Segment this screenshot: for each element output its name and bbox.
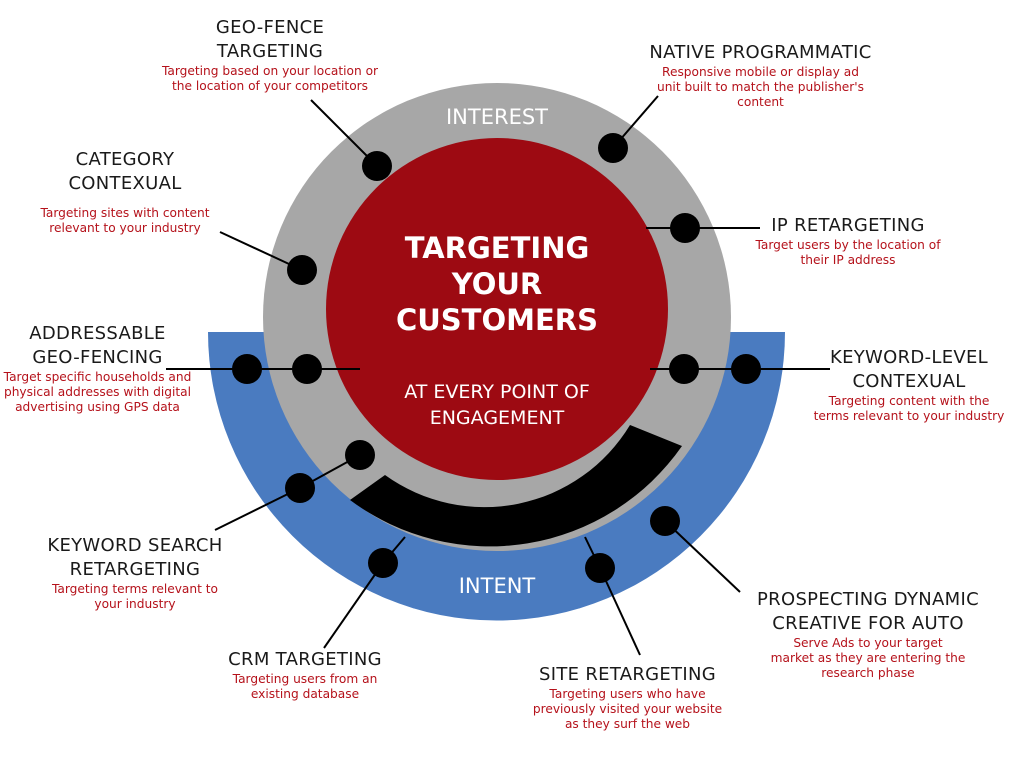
crm-title: CRM TARGETING — [228, 649, 382, 670]
center-circle — [326, 138, 668, 480]
dot-keyword-level-outer — [731, 354, 761, 384]
connector-dots — [232, 133, 761, 583]
dot-native — [598, 133, 628, 163]
category-desc: Targeting sites with content relevant to… — [40, 206, 210, 235]
addressable-geo-fencing: ADDRESSABLE GEO-FENCING Target specific … — [0, 322, 195, 415]
addressable-title: ADDRESSABLE GEO-FENCING — [29, 323, 166, 368]
native-desc: Responsive mobile or display ad unit bui… — [656, 65, 865, 109]
prospecting-desc: Serve Ads to your target market as they … — [770, 636, 966, 680]
dot-keyword-search-outer — [285, 473, 315, 503]
dot-keyword-level-inner — [669, 354, 699, 384]
crm-targeting: CRM TARGETING Targeting users from an ex… — [200, 648, 410, 702]
site-retargeting: SITE RETARGETING Targeting users who hav… — [515, 663, 740, 732]
center-title-line-1: TARGETING — [405, 231, 590, 265]
dot-category — [287, 255, 317, 285]
native-title: NATIVE PROGRAMMATIC — [649, 42, 872, 63]
native-programmatic: NATIVE PROGRAMMATIC Responsive mobile or… — [628, 41, 893, 110]
ip-desc: Target users by the location of their IP… — [755, 238, 941, 267]
keyword-level-desc: Targeting content with the terms relevan… — [813, 394, 1005, 423]
crm-desc: Targeting users from an existing databas… — [232, 672, 378, 701]
center-subtitle-line-2: ENGAGEMENT — [430, 407, 565, 429]
dot-crm — [368, 548, 398, 578]
connector-prospecting — [664, 520, 741, 593]
dot-addressable-inner — [292, 354, 322, 384]
addressable-desc: Target specific households and physical … — [3, 370, 192, 414]
prospecting-title: PROSPECTING DYNAMIC CREATIVE FOR AUTO — [757, 589, 979, 634]
dot-geo-fence — [362, 151, 392, 181]
keyword-level-title: KEYWORD-LEVEL CONTEXUAL — [829, 347, 989, 392]
keyword-search-retargeting: KEYWORD SEARCH RETARGETING Targeting ter… — [25, 534, 245, 612]
connector-category — [219, 231, 303, 271]
dot-keyword-search-inner — [345, 440, 375, 470]
geo-fence-desc: Targeting based on your location or the … — [161, 64, 379, 93]
connector-keyword-search — [214, 487, 301, 531]
geo-fence-title: GEO-FENCE TARGETING — [215, 17, 325, 62]
dot-prospecting — [650, 506, 680, 536]
keyword-search-title: KEYWORD SEARCH RETARGETING — [47, 535, 223, 580]
ip-title: IP RETARGETING — [771, 215, 925, 236]
center-title-line-3: CUSTOMERS — [396, 303, 598, 337]
dot-addressable-outer — [232, 354, 262, 384]
site-desc: Targeting users who have previously visi… — [532, 687, 723, 731]
geo-fence-targeting: GEO-FENCE TARGETING Targeting based on y… — [145, 16, 395, 94]
keyword-search-desc: Targeting terms relevant to your industr… — [51, 582, 218, 611]
keyword-level-contexual: KEYWORD-LEVEL CONTEXUAL Targeting conten… — [800, 346, 1018, 424]
category-title: CATEGORY CONTEXUAL — [68, 149, 182, 194]
dot-ip — [670, 213, 700, 243]
center-title-line-2: YOUR — [451, 267, 543, 301]
center-subtitle-line-1: AT EVERY POINT OF — [404, 381, 590, 403]
interest-label: INTEREST — [446, 105, 548, 129]
connector-site — [599, 567, 641, 656]
connector-geo-fence — [310, 99, 378, 167]
site-title: SITE RETARGETING — [539, 664, 716, 685]
ip-retargeting: IP RETARGETING Target users by the locat… — [733, 214, 963, 268]
dot-site — [585, 553, 615, 583]
connector-crm — [323, 562, 384, 649]
category-contexual: CATEGORY CONTEXUAL Targeting sites with … — [20, 148, 230, 236]
intent-label: INTENT — [459, 574, 536, 598]
black-band — [350, 425, 682, 547]
prospecting-dynamic-creative: PROSPECTING DYNAMIC CREATIVE FOR AUTO Se… — [738, 588, 998, 681]
